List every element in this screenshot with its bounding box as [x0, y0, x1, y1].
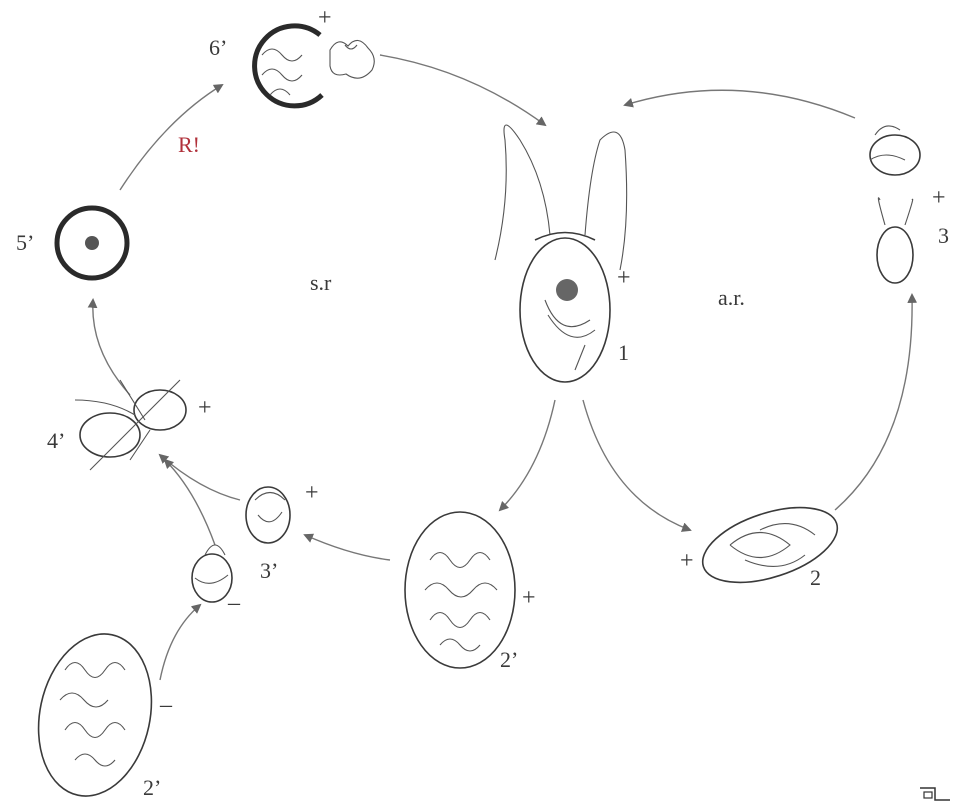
stage-1-cell	[495, 125, 627, 382]
stage-5p-zygote	[57, 208, 127, 278]
arrow-3p-to-4p	[160, 455, 240, 500]
arrow-1-to-2	[583, 400, 690, 530]
asexual-cycle-label: a.r.	[718, 285, 745, 310]
flagellum-right	[585, 132, 627, 270]
arrow-5p-to-6p	[120, 85, 222, 190]
arrow-1-to-2p-center	[500, 400, 555, 510]
stage-6p-germination	[255, 26, 375, 106]
stage-3p-gamete-plus	[246, 487, 290, 543]
corner-mark	[920, 788, 950, 800]
cycle-arrows	[93, 55, 912, 680]
stage-2-sign: +	[680, 548, 694, 574]
arrow-3-to-1	[625, 90, 855, 118]
stage-1-sign: +	[617, 265, 631, 291]
stage-2p-center-number: 2’	[500, 647, 518, 672]
stage-3-cells	[870, 126, 920, 283]
stage-3p-gamete-minus	[192, 545, 232, 602]
arrow-6p-to-1	[380, 55, 545, 125]
stage-4p-sign: +	[198, 395, 212, 421]
stage-2p-left-sign: –	[159, 692, 173, 718]
stage-4p-conjugation	[75, 380, 186, 470]
stage-3-number: 3	[938, 223, 949, 248]
arrow-2-to-3	[835, 295, 912, 510]
stage-2p-left-number: 2’	[143, 775, 161, 800]
sexual-cycle-label: s.r	[310, 270, 332, 295]
stage-3-sign: +	[932, 185, 946, 211]
arrow-4p-to-5p	[93, 300, 130, 395]
stage-5p-number: 5’	[16, 230, 34, 255]
arrow-2p-left-to-3p-minus	[160, 605, 200, 680]
stage-3p-number: 3’	[260, 558, 278, 583]
stage-3p-minus-sign: –	[227, 590, 241, 616]
stage-2-number: 2	[810, 565, 821, 590]
stage-4p-number: 4’	[47, 428, 65, 453]
stage-2p-center-gametangium	[405, 512, 515, 668]
stage-2p-center-sign: +	[522, 585, 536, 611]
stage-1-number: 1	[618, 340, 629, 365]
stage-2-cell	[694, 493, 847, 597]
stage-6p-sign: +	[318, 5, 332, 31]
meiosis-label: R!	[178, 132, 200, 157]
stage-6p-number: 6’	[209, 35, 227, 60]
arrow-3p-minus-to-4p	[165, 460, 215, 545]
arrow-2p-center-to-3p	[305, 535, 390, 560]
flagellum-left	[495, 125, 550, 260]
stage-3p-sign: +	[305, 480, 319, 506]
